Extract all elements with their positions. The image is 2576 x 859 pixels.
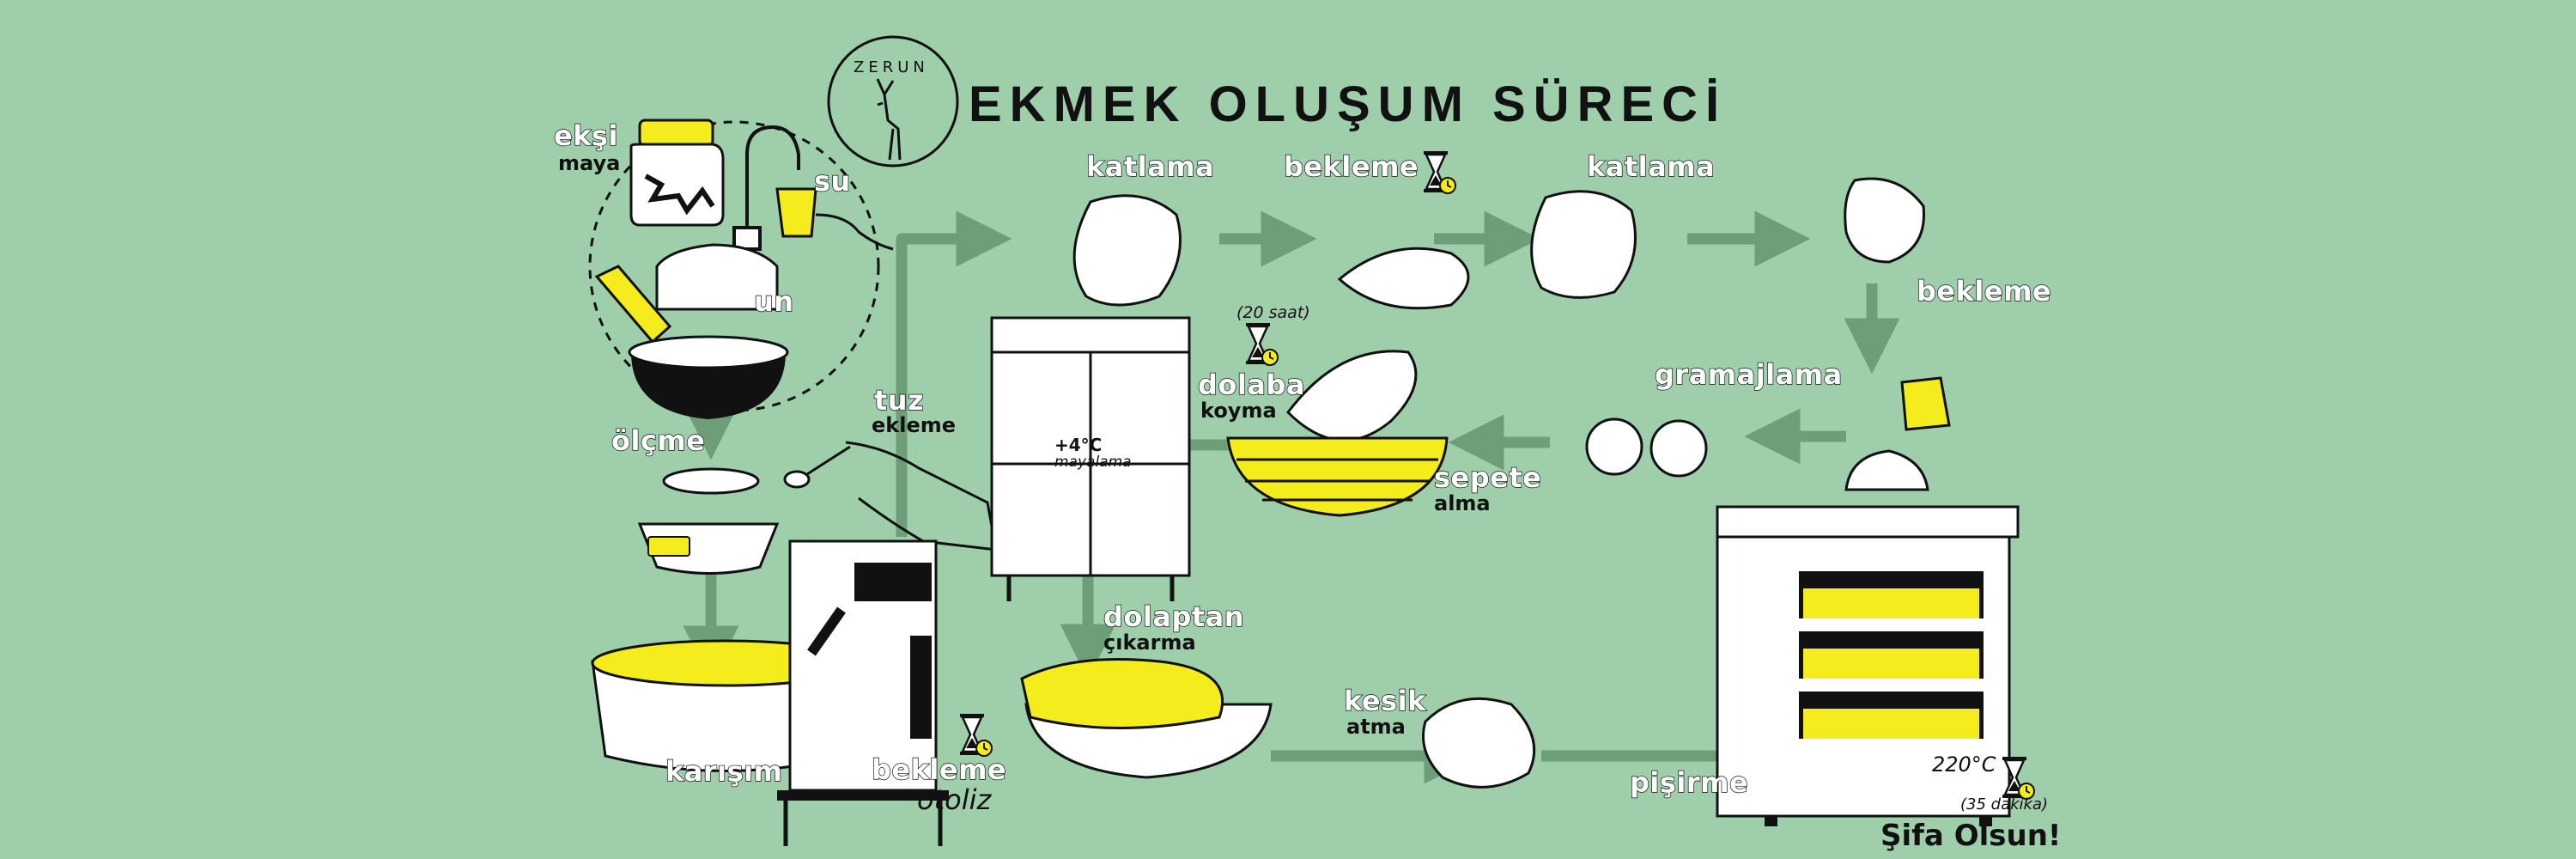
label-sepete: sepete: [1433, 461, 1542, 494]
kitchen-scale: [637, 467, 780, 575]
label-pisirme: pişirme: [1629, 766, 1749, 799]
dough-katlama-2: [1530, 190, 1637, 299]
label-katlama-2: katlama: [1586, 150, 1716, 183]
page-title: EKMEK OLUŞUM SÜRECİ: [969, 76, 1728, 132]
label-oven-time: (35 dakika): [1960, 795, 2049, 813]
hand-pouring: [815, 213, 894, 251]
label-karisim: karışım: [665, 755, 783, 788]
label-dolaba-time: (20 saat): [1236, 303, 1310, 322]
label-un: un: [753, 285, 794, 318]
ingredients-illustration: [588, 119, 894, 419]
label-su: su: [813, 165, 851, 198]
dough-ball-1: [1585, 417, 1643, 476]
label-fridge-note: mayalama: [1054, 454, 1132, 471]
salt-spoon-arm: [783, 441, 998, 551]
label-maya: maya: [558, 151, 621, 175]
label-dolaptan: dolaptan: [1103, 600, 1245, 633]
label-dolaba-koyma: koyma: [1200, 399, 1277, 423]
deck-oven: [1716, 505, 2020, 826]
label-gramajlama: gramajlama: [1654, 358, 1843, 391]
label-kesik-atma: atma: [1346, 715, 1406, 739]
label-tuz: tuz: [873, 384, 925, 417]
closing-message: Şifa Olsun!: [1880, 819, 2062, 853]
banneton-basket: [1226, 436, 1449, 517]
sourdough-jar: [629, 119, 725, 227]
label-dolaptan-cikarma: çıkarma: [1103, 631, 1196, 655]
label-dolaba: dolaba: [1197, 369, 1305, 401]
label-bekleme-2: bekleme: [1916, 275, 2052, 308]
label-fridge-temp: +4°C: [1054, 435, 1103, 455]
dough-ball-shaping: [1844, 177, 1925, 264]
faucet: [732, 125, 800, 251]
label-eksi: ekşi: [553, 119, 618, 152]
label-kesik: kesik: [1343, 685, 1426, 717]
refrigerator: [990, 316, 1191, 601]
flour-scoop: [594, 265, 672, 344]
dough-illustrations: [1072, 177, 1929, 789]
hourglass-icon: [1244, 321, 1279, 367]
dough-in-basket: [1286, 350, 1418, 442]
dough-ball-2: [1649, 419, 1708, 478]
label-katlama-1: katlama: [1085, 150, 1215, 183]
flour-bowl: [631, 352, 786, 419]
label-bekleme-1: bekleme: [1283, 150, 1419, 183]
gazelle-logo-icon: [876, 78, 902, 161]
logo-text: ZERUN: [854, 58, 929, 76]
hourglass-icon: [958, 712, 993, 758]
dough-gramajlama: [1844, 449, 1929, 491]
zerun-logo: [827, 35, 959, 168]
water-glass: [775, 187, 817, 238]
dough-katlama-1: [1072, 194, 1182, 307]
label-bekleme-otoliz: bekleme: [871, 753, 1007, 786]
arrow-mixer-up-to-katlama: [896, 210, 1012, 537]
flour-bag: [655, 243, 779, 311]
label-otoliz: otoliz: [917, 783, 992, 816]
label-olcme: ölçme: [611, 424, 706, 457]
dough-bekleme-1: [1337, 247, 1470, 310]
hourglass-icon: [1422, 149, 1457, 195]
label-oven-temp: 220°C: [1932, 752, 1996, 777]
label-tuz-ekleme: ekleme: [872, 413, 957, 437]
dough-scored: [1422, 697, 1536, 789]
label-sepete-alma: alma: [1434, 491, 1491, 515]
dough-mixer: [591, 539, 949, 846]
proofed-dough-basket: [1020, 658, 1273, 779]
bench-scraper: [1900, 376, 1951, 431]
